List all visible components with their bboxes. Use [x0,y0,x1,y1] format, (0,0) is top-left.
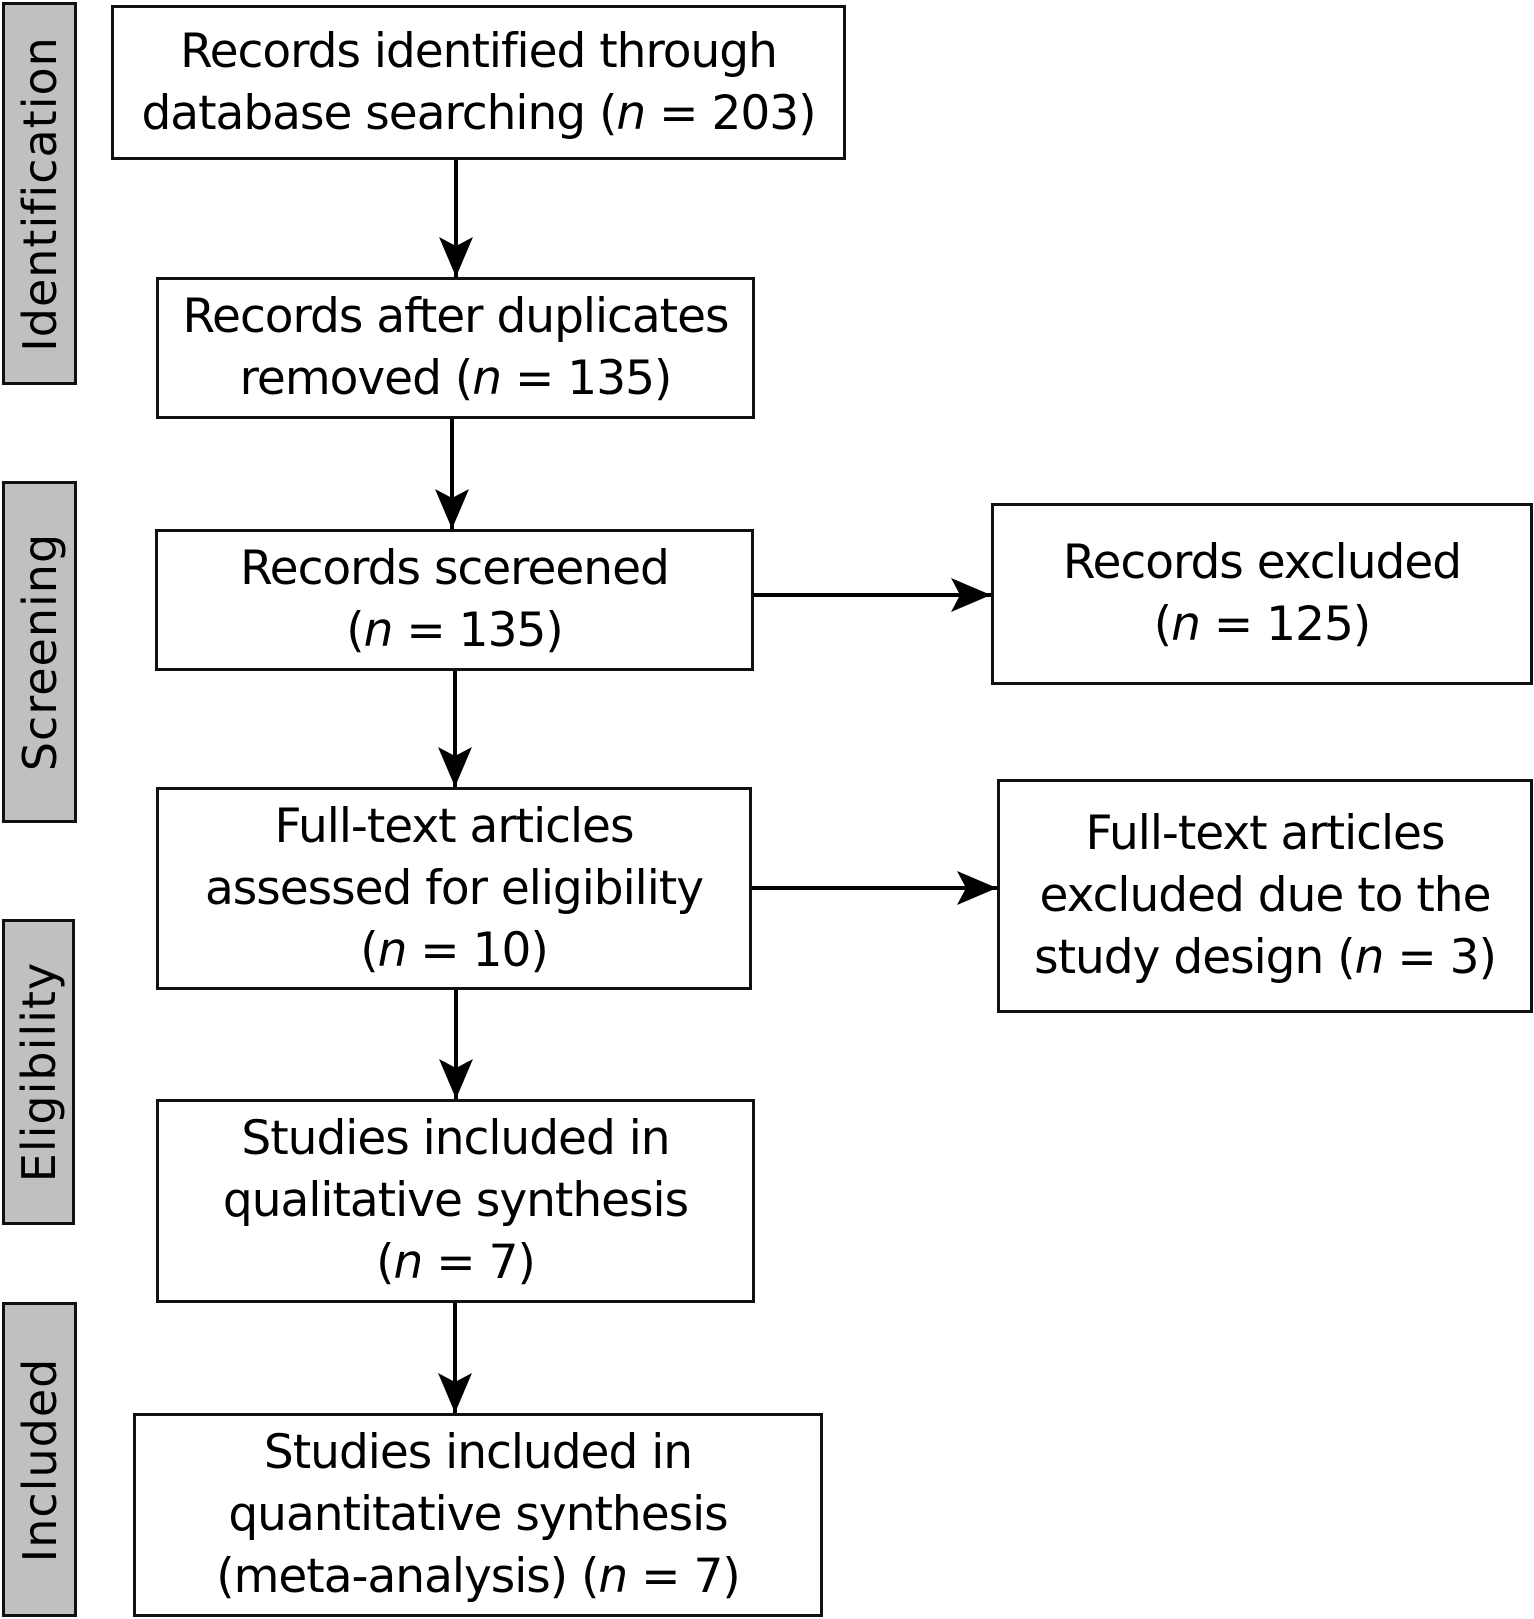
stage-tab-eligibility: Eligibility [2,919,75,1225]
box-count: (n = 135) [346,603,563,658]
box-count: (n = 125) [1153,597,1371,652]
box-records-identified: Records identified through database sear… [111,5,846,160]
box-line: Studies included in [263,1425,693,1480]
box-records-screened: Records scereened (n = 135) [155,529,754,671]
count-value: 7 [693,1549,723,1604]
box-count: (n = 7) [376,1235,536,1290]
box-line: Records identified through [180,23,778,79]
box-quantitative-synthesis: Studies included in quantitative synthes… [133,1413,823,1617]
box-line: Records excluded [1062,535,1462,590]
stage-label: Identification [12,35,67,352]
box-records-after-duplicates: Records after duplicates removed (n = 13… [156,277,755,419]
count-value: 203 [711,85,799,141]
box-line: Records scereened [240,541,670,596]
box-fulltext-excluded: Full-text articles excluded due to the s… [997,779,1533,1013]
stage-tab-screening: Screening [2,481,77,823]
stage-tab-identification: Identification [2,2,77,385]
box-count: (n = 10) [360,922,549,978]
box-line: Records after duplicates [182,289,730,344]
count-value: 125 [1266,597,1354,652]
box-qualitative-synthesis: Studies included in qualitative synthesi… [156,1099,755,1303]
box-line-with-count: database searching (n = 203) [141,85,816,141]
stage-label: Included [12,1357,67,1562]
count-value: 135 [567,351,655,406]
box-line: quantitative synthesis [228,1487,728,1542]
n-symbol: n [598,1549,628,1604]
count-value: 7 [488,1235,519,1290]
count-value: 135 [458,603,547,658]
box-line: Full-text articles [1085,806,1446,861]
n-symbol: n [1354,930,1385,985]
count-value: 10 [472,922,532,978]
box-line: qualitative synthesis [222,1173,689,1228]
n-symbol: n [1171,597,1201,652]
count-value: 3 [1449,930,1480,985]
stage-tab-included: Included [2,1302,77,1617]
box-line: assessed for eligibility [204,860,704,916]
n-symbol: n [472,351,502,406]
box-line: excluded due to the [1039,868,1491,923]
box-line-with-count: (meta-analysis) (n = 7) [216,1549,740,1604]
box-records-excluded: Records excluded (n = 125) [991,503,1533,685]
stage-label: Eligibility [11,961,66,1183]
box-line: Full-text articles [274,798,635,854]
box-fulltext-assessed: Full-text articles assessed for eligibil… [156,787,752,990]
n-symbol: n [363,603,394,658]
stage-label: Screening [12,532,67,772]
box-line-with-count: removed (n = 135) [239,351,673,406]
box-line: Studies included in [241,1111,670,1166]
n-symbol: n [393,1235,424,1290]
n-symbol: n [616,85,646,141]
n-symbol: n [377,922,408,978]
box-line-with-count: study design (n = 3) [1034,930,1497,985]
